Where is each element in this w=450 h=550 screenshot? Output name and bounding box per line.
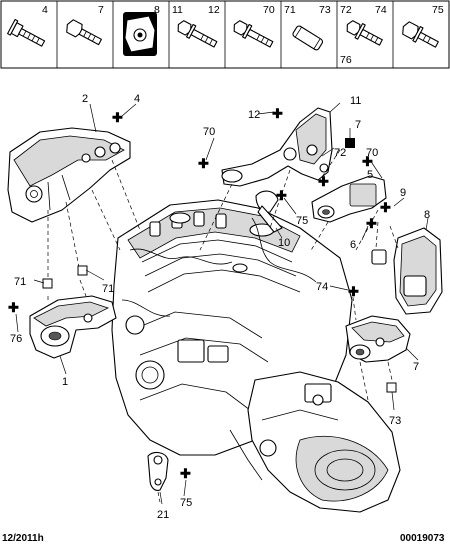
callout-21: 21 <box>157 509 169 521</box>
callout-20: 10 <box>278 237 290 249</box>
callout-2: 2 <box>82 93 88 105</box>
callout-74: 74 <box>316 281 328 293</box>
marker-76: ✚ <box>8 300 19 315</box>
svg-text:✚: ✚ <box>276 188 287 203</box>
long-bolt-icon <box>177 20 218 48</box>
callout-70b: 70 <box>366 147 378 159</box>
leader-lines <box>15 102 429 505</box>
stud-marker-71b <box>77 265 88 276</box>
callout-71a: 71 <box>14 276 26 288</box>
marker-74: ✚ <box>348 284 359 299</box>
cage-nut-icon <box>123 12 157 56</box>
flanged-bolt-icon-2 <box>346 20 383 46</box>
callout-72: 72 <box>334 147 346 159</box>
marker-75a: ✚ <box>276 188 287 203</box>
svg-text:✚: ✚ <box>362 154 373 169</box>
mount-part-9 <box>371 227 443 315</box>
torque-arm-part-6 <box>221 107 355 187</box>
callout-10: 7 <box>413 361 419 373</box>
callout-73: 73 <box>389 415 401 427</box>
header-label-4: 4 <box>42 4 48 16</box>
callout-labels: 2 4 12 11 7 70 72 70 5 9 8 6 75 10 74 7 … <box>10 93 430 521</box>
assembly-guide-lines <box>47 149 399 503</box>
mount-arm-part-5 <box>311 175 387 223</box>
stud-marker-71a <box>42 278 53 289</box>
callout-8: 7 <box>355 119 361 131</box>
callout-9: 8 <box>424 209 430 221</box>
long-bolt-icon-2 <box>233 20 274 48</box>
bracket-part-21 <box>147 451 169 491</box>
header-label-75: 75 <box>432 4 444 16</box>
footer-date: 12/2011h <box>2 533 44 544</box>
marker-75b: ✚ <box>180 466 191 481</box>
flanged-bolt-icon <box>7 18 46 47</box>
fastener-markers: ✚ ✚ ✚ ✚ ✚ ✚ ✚ ✚ ✚ ✚ ✚ <box>8 106 391 481</box>
injector-row <box>149 211 275 273</box>
callout-7: 12 <box>248 109 260 121</box>
marker-12: ✚ <box>380 200 391 215</box>
marker-70a: ✚ <box>198 156 209 171</box>
hex-bolt-icon-2 <box>402 21 439 48</box>
hex-bolt-icon <box>66 19 102 46</box>
svg-text:✚: ✚ <box>366 216 377 231</box>
header-label-73: 73 <box>319 4 331 16</box>
callout-6: 11 <box>350 95 361 107</box>
callout-75a: 75 <box>296 215 308 227</box>
stud-marker-73 <box>386 382 397 393</box>
header-label-8: 8 <box>154 4 160 16</box>
header-label-74: 74 <box>375 4 387 16</box>
callout-1: 1 <box>62 376 68 388</box>
svg-text:✚: ✚ <box>8 300 19 315</box>
svg-text:✚: ✚ <box>112 110 123 125</box>
cage-nut-marker <box>345 138 355 148</box>
marker-7: ✚ <box>272 106 283 121</box>
mount-part-10 <box>345 315 411 363</box>
header-label-7: 7 <box>98 4 104 16</box>
header-label-12: 12 <box>208 4 220 16</box>
svg-text:✚: ✚ <box>272 106 283 121</box>
callout-75b: 75 <box>180 497 192 509</box>
fastener-header: 4 7 8 11 12 70 71 73 72 74 76 75 <box>0 0 450 69</box>
marker-70b: ✚ <box>362 154 373 169</box>
header-label-11: 11 <box>172 4 183 16</box>
mount-part-1 <box>29 295 117 359</box>
marker-72: ✚ <box>318 174 329 189</box>
marker-4: ✚ <box>112 110 123 125</box>
callout-12: 9 <box>400 187 406 199</box>
svg-text:✚: ✚ <box>318 174 329 189</box>
header-label-71: 71 <box>284 4 296 16</box>
marker-11: ✚ <box>366 216 377 231</box>
callout-76: 76 <box>10 333 22 345</box>
svg-text:✚: ✚ <box>198 156 209 171</box>
callout-4: 4 <box>134 93 140 105</box>
header-label-70: 70 <box>263 4 275 16</box>
svg-text:✚: ✚ <box>348 284 359 299</box>
callout-11: 6 <box>350 239 356 251</box>
callout-70a: 70 <box>203 126 215 138</box>
bracket-part-2 <box>7 127 131 223</box>
bracket-part-20 <box>255 190 283 233</box>
header-label-76: 76 <box>340 54 352 66</box>
engine-assembly <box>111 199 401 513</box>
svg-text:✚: ✚ <box>180 466 191 481</box>
svg-text:✚: ✚ <box>380 200 391 215</box>
stud-icon <box>292 25 324 51</box>
callout-71b: 71 <box>102 283 114 295</box>
header-label-72: 72 <box>340 4 352 16</box>
callout-5: 5 <box>367 169 373 181</box>
footer-reference: 00019073 <box>400 533 445 544</box>
